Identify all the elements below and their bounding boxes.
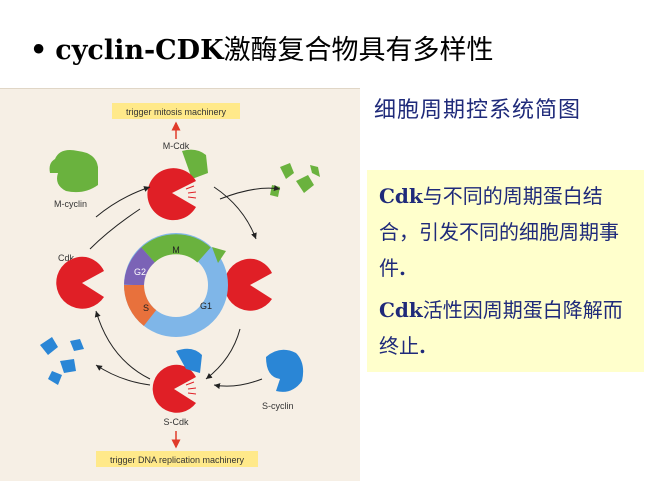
note-2: Cdk活性因周期蛋白降解而终止.	[379, 292, 634, 364]
s-cdk-label: S-Cdk	[163, 417, 189, 427]
degradation-arrow-m	[219, 185, 281, 200]
cycle-direction-arrowhead	[212, 247, 226, 263]
title-bullet: •	[30, 35, 48, 66]
m-cyclin-fragment	[270, 185, 280, 197]
cycle-arrow-right-bottom	[205, 328, 241, 380]
cycle-ring: M G2 S G1	[124, 233, 228, 337]
s-cyclin-fragment	[48, 371, 62, 385]
m-cyclin-fragment	[310, 165, 320, 177]
m-cyclin-label: M-cyclin	[54, 199, 87, 209]
s-cdk-kinase	[152, 364, 196, 413]
m-cdk-cyclin	[182, 149, 208, 179]
m-cyclin-shape	[49, 150, 98, 193]
m-cyclin-fragment	[296, 175, 314, 193]
cdk-left-kinase	[56, 256, 104, 309]
s-cyclin-fragment	[40, 337, 58, 355]
note-1-en: Cdk	[379, 184, 423, 208]
phase-m-label: M	[172, 245, 180, 255]
phase-g1-label: G1	[200, 301, 212, 311]
bottom-label-box	[96, 451, 258, 467]
ring-center	[146, 255, 206, 315]
cdk-label: Cdk	[58, 253, 75, 263]
note-1-zh: 与不同的周期蛋白结合，引发不同的细胞周期事件	[379, 184, 619, 280]
s-cyclin-binding-arrow	[213, 378, 263, 390]
note-2-zh: 活性因周期蛋白降解而终止	[379, 298, 623, 358]
m-cdk-kinase	[147, 168, 196, 221]
s-cdk-activity-marks	[185, 381, 197, 395]
cycle-arrow-right-top	[213, 186, 257, 240]
cycle-arrow-left-bottom	[94, 310, 151, 380]
cell-cycle-diagram: trigger mitosis machinery M-Cdk M-cyclin…	[40, 103, 320, 467]
top-label-box	[112, 103, 240, 119]
s-cdk-cyclin	[176, 348, 202, 373]
g2-phase-arc	[124, 247, 156, 286]
top-label: trigger mitosis machinery	[126, 107, 227, 117]
s-cyclin-label: S-cyclin	[262, 401, 294, 411]
s-cyclin-fragment	[70, 339, 84, 351]
m-phase-arc	[141, 234, 211, 263]
phase-g2-label: G2	[134, 267, 146, 277]
m-cdk-activity-marks	[185, 185, 197, 199]
s-phase-arc	[124, 284, 157, 326]
note-2-en: Cdk	[379, 298, 423, 322]
side-title: 细胞周期控系统简图	[374, 98, 582, 123]
note-1-end: .	[399, 256, 406, 280]
s-cyclin-shape	[266, 349, 304, 392]
m-cyclin-binding-arrow	[95, 186, 151, 218]
title-en: cyclin-CDK	[55, 35, 224, 66]
title-zh: 激酶复合物具有多样性	[223, 35, 494, 66]
note-1: Cdk与不同的周期蛋白结合，引发不同的细胞周期事件.	[379, 178, 634, 286]
m-cyclin-fragment	[280, 163, 294, 179]
cdk-right-kinase	[224, 258, 272, 311]
s-cyclin-fragment	[60, 359, 76, 373]
phase-s-label: S	[143, 303, 149, 313]
note-box: Cdk与不同的周期蛋白结合，引发不同的细胞周期事件. Cdk活性因周期蛋白降解而…	[367, 170, 644, 372]
degradation-arrow-s	[95, 364, 151, 386]
m-cdk-label: M-Cdk	[163, 141, 190, 151]
slide-title: •cyclin-CDK激酶复合物具有多样性	[30, 28, 494, 67]
bottom-label: trigger DNA replication machinery	[110, 455, 245, 465]
note-2-end: .	[419, 334, 426, 358]
cycle-arrow-left-top	[89, 208, 141, 250]
cell-cycle-figure: trigger mitosis machinery M-Cdk M-cyclin…	[0, 88, 360, 481]
